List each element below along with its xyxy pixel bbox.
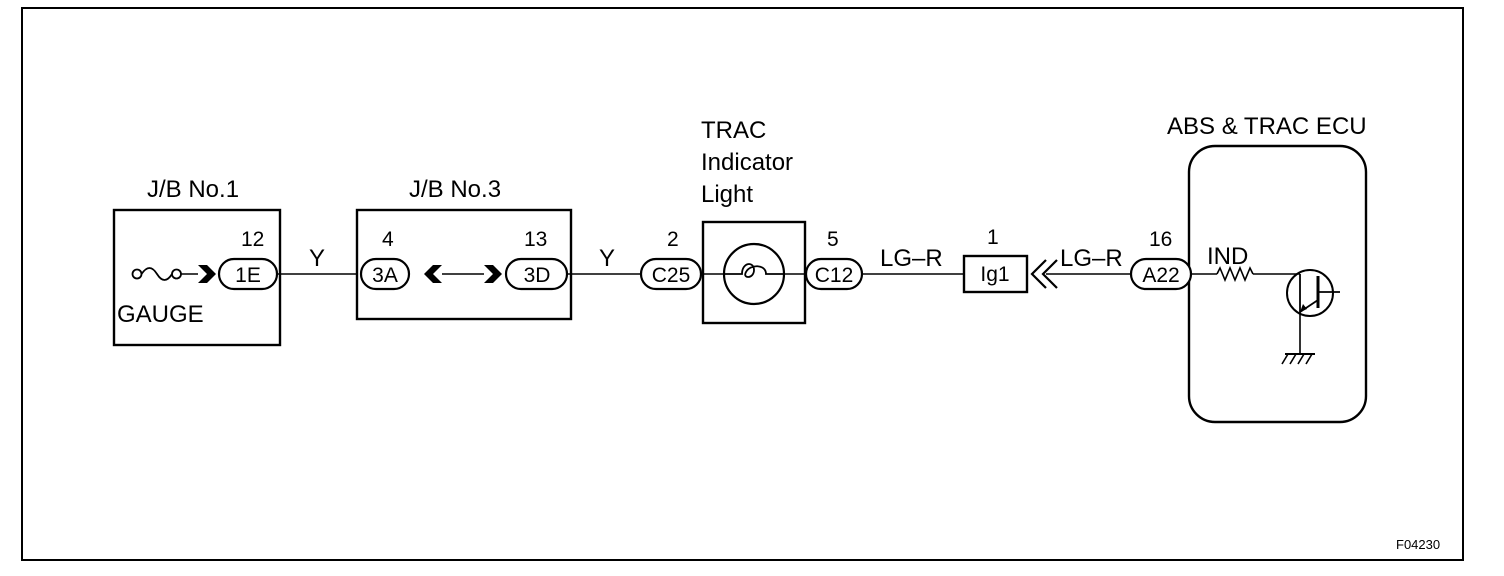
junction-connector-icon	[1030, 259, 1058, 289]
jb3-arrow-right	[484, 265, 502, 283]
lamp-icon	[722, 242, 786, 306]
indicator-pin-right: 5	[827, 228, 839, 251]
jb3-arrow-left	[424, 265, 442, 283]
indicator-connector-right-label: C12	[815, 264, 854, 287]
jb1-connector-label: 1E	[235, 264, 261, 287]
jb3-pin-right: 13	[524, 228, 547, 251]
jb3-connector-left-label: 3A	[372, 264, 398, 287]
indicator-title-line3: Light	[701, 181, 753, 208]
jb-no1: J/B No.1 GAUGE 12 1E	[112, 176, 282, 347]
indicator-pin-left: 2	[667, 228, 679, 251]
ecu-box	[1187, 144, 1368, 424]
transistor-icon	[1286, 269, 1340, 317]
jb-no3: J/B No.3 4 3A 13 3D	[355, 176, 573, 321]
jb3-connector-right-label: 3D	[524, 264, 551, 287]
ecu-signal-label: IND	[1207, 243, 1248, 270]
ig1-connector: 1 Ig1	[962, 226, 1029, 294]
wire-label-y-1: Y	[309, 245, 325, 272]
jb1-title: J/B No.1	[147, 176, 239, 203]
jb1-connector-arrow	[198, 265, 216, 283]
jb1-pin-number: 12	[241, 228, 264, 251]
ecu-title: ABS & TRAC ECU	[1167, 113, 1367, 140]
fuse-icon	[131, 267, 198, 281]
ecu-pin: 16	[1149, 228, 1172, 251]
ig1-label: Ig1	[980, 263, 1009, 286]
resistor-icon	[1216, 265, 1254, 283]
ground-icon	[1281, 353, 1315, 365]
abs-trac-ecu: ABS & TRAC ECU 16 A22 IND	[1129, 113, 1368, 424]
trac-indicator-light: TRAC Indicator Light 2 C25 5 C12	[639, 117, 864, 325]
indicator-title-line1: TRAC	[701, 117, 766, 144]
wire-label-lg-r-2: LG–R	[1060, 245, 1123, 272]
indicator-connector-left-label: C25	[652, 264, 691, 287]
jb3-title: J/B No.3	[409, 176, 501, 203]
diagram-frame	[21, 7, 1464, 561]
wire-label-y-2: Y	[599, 245, 615, 272]
fuse-label: GAUGE	[117, 301, 204, 328]
ig1-pin: 1	[987, 226, 999, 249]
indicator-title-line2: Indicator	[701, 149, 793, 176]
wire-label-lg-r-1: LG–R	[880, 245, 943, 272]
figure-code: F04230	[1396, 537, 1440, 552]
jb3-connector-left	[359, 257, 411, 291]
ig1-box	[962, 254, 1029, 294]
jb3-pin-left: 4	[382, 228, 394, 251]
ecu-connector-label: A22	[1142, 264, 1179, 287]
